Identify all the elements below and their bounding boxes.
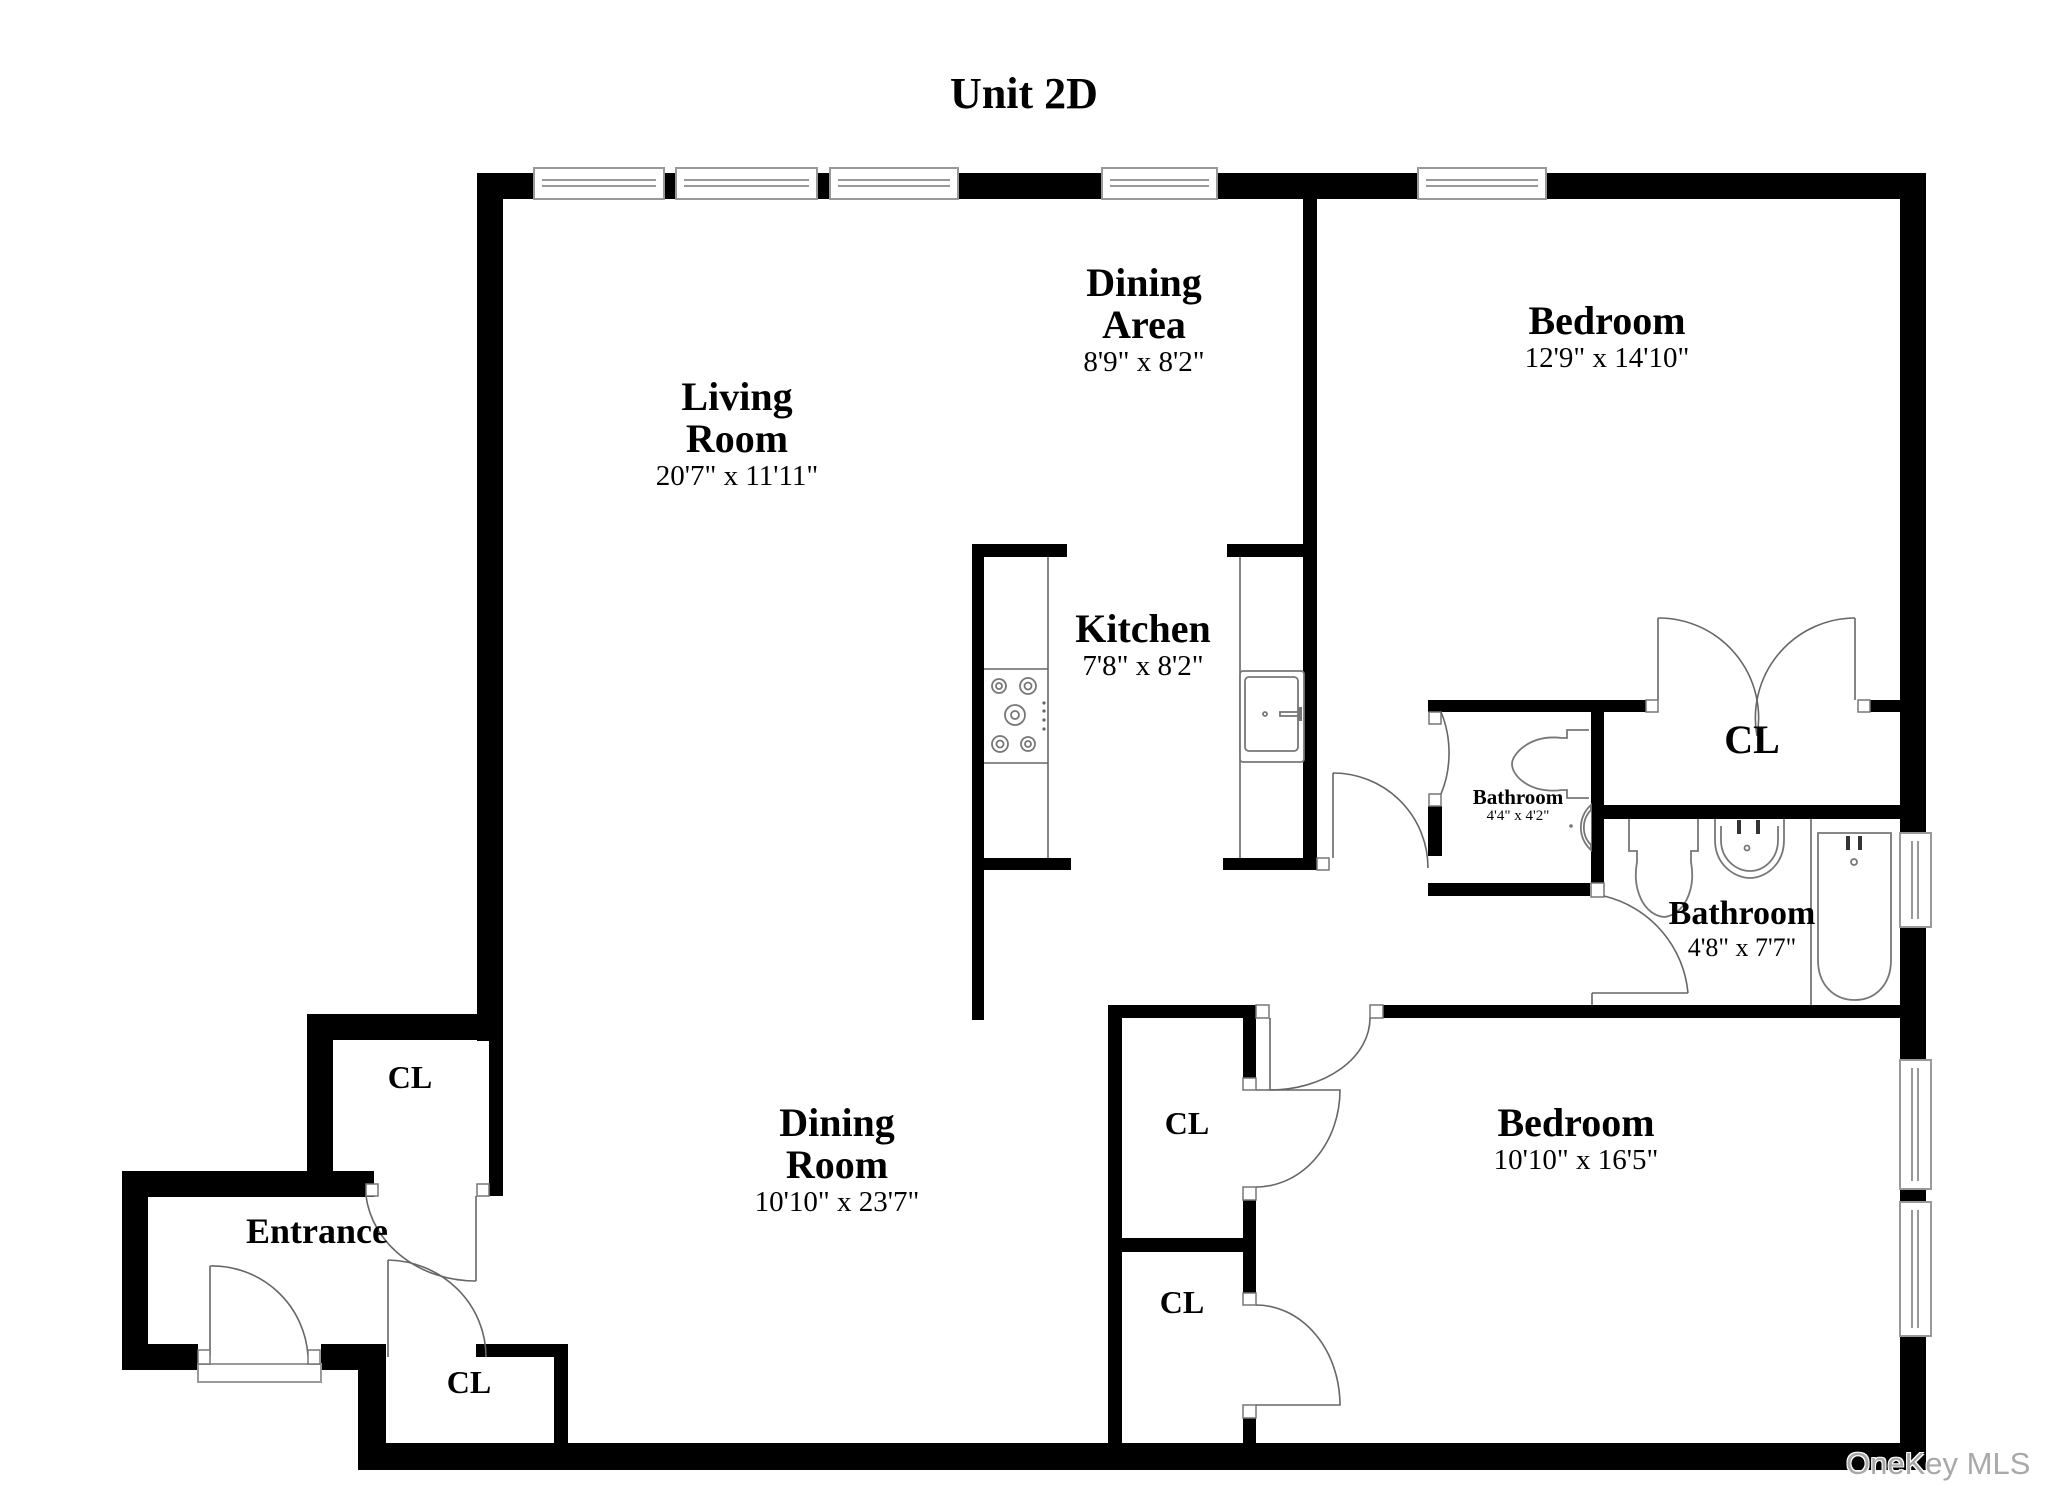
window-bathroom-2 [1899, 832, 1932, 928]
room-dimensions: 4'8" x 7'7" [1687, 933, 1797, 962]
plan-title: Unit 2D [950, 69, 1098, 118]
room-label-entrance: Entrance [246, 1210, 388, 1252]
sink-icon [1569, 803, 1592, 852]
window-living-3 [829, 167, 959, 200]
room-name: Bathroom [1472, 785, 1564, 809]
room-name: Bedroom [1528, 298, 1686, 343]
bedroom-1-closet-door [1645, 617, 1871, 737]
room-dimensions: 7'8" x 8'2" [1082, 650, 1204, 682]
closet-name: CL [387, 1059, 433, 1095]
room-label-bedroom-1: Bedroom 12'9" x 14'10" [1524, 298, 1690, 375]
toilet-icon [1628, 819, 1699, 918]
closet-name: CL [1724, 717, 1780, 762]
interior-walls [972, 199, 1900, 1445]
window-living-2 [675, 167, 818, 200]
room-dimensions: 8'9" x 8'2" [1083, 346, 1205, 378]
room-label-kitchen: Kitchen 7'8" x 8'2" [1075, 606, 1211, 683]
room-name: Room [785, 1142, 889, 1187]
bedroom-2-closet-lower-door [1242, 1292, 1341, 1419]
room-name: Dining [1086, 260, 1202, 305]
room-dimensions: 20'7" x 11'11" [655, 460, 819, 492]
room-label-bathroom-2: Bathroom 4'8" x 7'7" [1669, 896, 1816, 964]
counter-left [984, 557, 1049, 858]
room-label-bedroom-2: Bedroom 10'10" x 16'5" [1493, 1100, 1659, 1177]
room-dimensions: 4'4" x 4'2" [1486, 808, 1550, 824]
bedroom-2-door [1255, 1004, 1384, 1091]
doors [197, 617, 1871, 1419]
bedroom-2-closet-upper-door [1242, 1077, 1341, 1201]
room-label-dining-area: Dining Area 8'9" x 8'2" [1083, 260, 1205, 379]
bathroom-1-fixtures [1511, 729, 1592, 852]
entry-closet-upper-door [365, 1183, 490, 1282]
room-name: Bedroom [1497, 1100, 1655, 1145]
sink-icon [1714, 819, 1785, 879]
window-bedroom-1 [1417, 167, 1547, 200]
closet-name: CL [1159, 1284, 1205, 1320]
room-dimensions: 10'10" x 23'7" [754, 1186, 920, 1218]
room-dimensions: 10'10" x 16'5" [1493, 1144, 1659, 1176]
room-label-bathroom-1: Bathroom 4'4" x 4'2" [1473, 786, 1564, 825]
entry-door [197, 1265, 321, 1365]
closet-label-bedroom-2-upper: CL [1165, 1102, 1209, 1144]
window-living-1 [533, 167, 665, 200]
window-bedroom-2a [1899, 1059, 1932, 1190]
kitchen-fixtures [984, 557, 1305, 858]
room-name: Room [685, 416, 789, 461]
closet-label-bedroom-2-lower: CL [1160, 1281, 1204, 1323]
sink-icon [1239, 670, 1305, 763]
hall-door [1316, 772, 1429, 871]
window-dining-area [1101, 167, 1218, 200]
bathroom-2-door [1590, 882, 1689, 1005]
closet-label-entry-lower: CL [447, 1361, 491, 1403]
entry-door-threshold [197, 1363, 322, 1383]
stove-icon [991, 677, 1046, 753]
bathtub-icon [1810, 819, 1892, 1005]
room-name: Dining [779, 1100, 895, 1145]
toilet-icon [1511, 729, 1589, 799]
closet-label-bedroom-1: CL [1724, 719, 1780, 761]
room-name: Area [1102, 302, 1186, 347]
windows [197, 167, 1932, 1383]
room-label-living-room: Living Room 20'7" x 11'11" [655, 374, 819, 493]
closet-label-entry-upper: CL [388, 1056, 432, 1098]
bathroom-2-fixtures [1628, 819, 1892, 1005]
closet-name: CL [1164, 1105, 1210, 1141]
room-dimensions: 12'9" x 14'10" [1524, 342, 1690, 374]
room-name: Kitchen [1075, 606, 1211, 651]
room-label-dining-room: Dining Room 10'10" x 23'7" [754, 1100, 920, 1219]
room-name: Bathroom [1668, 895, 1816, 932]
closet-name: CL [446, 1364, 492, 1400]
exterior-walls [122, 173, 1926, 1470]
bathroom-1-door [1428, 711, 1450, 807]
room-name: Living [681, 374, 793, 419]
room-name: Entrance [246, 1211, 388, 1251]
window-bedroom-2b [1899, 1201, 1932, 1337]
mls-watermark: OneKey MLS [1846, 1446, 2031, 1481]
entry-closet-lower-door [387, 1259, 487, 1358]
